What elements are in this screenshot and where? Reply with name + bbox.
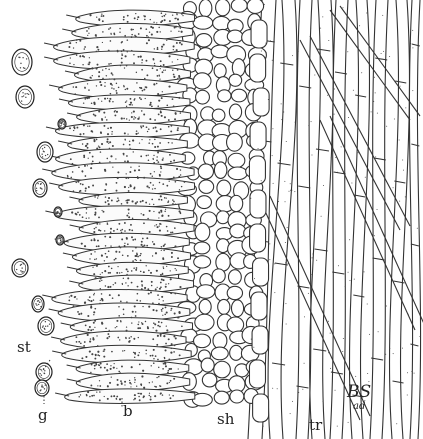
septum xyxy=(315,249,328,251)
subhymenial-cell xyxy=(227,286,242,299)
trama-hypha-wall xyxy=(310,0,321,439)
subhymenial-cell xyxy=(214,391,229,404)
label-b: b xyxy=(123,404,133,419)
septum xyxy=(355,95,366,97)
crossing-hypha xyxy=(320,120,415,330)
basidium xyxy=(55,122,189,137)
subhymenial-cell xyxy=(251,292,267,320)
subhymenial-cell xyxy=(253,258,269,286)
septum xyxy=(353,295,364,297)
basidium xyxy=(79,193,188,208)
subhymenial-cell xyxy=(229,74,242,86)
subhymenial-cell xyxy=(199,180,214,193)
subhymenial-cell xyxy=(211,347,228,360)
subhymenial-cell xyxy=(228,153,245,167)
label-sh: sh xyxy=(217,412,234,427)
subhymenial-cell xyxy=(250,190,266,218)
subhymenial-cell xyxy=(214,64,226,78)
trama-hypha-wall xyxy=(401,0,410,439)
crossing-hypha xyxy=(330,116,423,326)
trama-hypha-wall xyxy=(409,0,412,439)
subhymenial-cell xyxy=(193,16,213,29)
label-g: g xyxy=(38,408,48,423)
subhymenial-cell xyxy=(194,256,211,268)
subhymenial-cell xyxy=(199,0,212,17)
subhymenial-cell xyxy=(230,224,246,238)
subhymenial-cell xyxy=(227,317,244,333)
septum xyxy=(411,244,419,246)
septum xyxy=(317,49,330,51)
subhymenial-cell xyxy=(230,390,244,403)
subhymenial-cell xyxy=(197,196,212,209)
subhymenial-cell xyxy=(218,90,231,102)
septum xyxy=(313,349,326,351)
basidium xyxy=(77,108,191,125)
subhymenial-cell xyxy=(212,109,225,121)
septum xyxy=(393,381,404,383)
label-tr: tr xyxy=(309,418,322,433)
septum xyxy=(354,195,365,197)
subhymenial-cell xyxy=(231,0,247,12)
subhymenial-cell xyxy=(253,88,269,116)
subhymenial-cell xyxy=(250,54,266,82)
subhymenial-cell xyxy=(231,300,243,317)
subhymenial-cell xyxy=(231,89,246,102)
subhymenial-cell xyxy=(202,373,217,387)
subhymenial-cell xyxy=(227,133,243,151)
subhymenial-cell xyxy=(198,164,213,179)
trama-hyphae xyxy=(248,0,423,439)
septum xyxy=(395,81,406,83)
trama-hypha-wall xyxy=(342,0,348,439)
septum xyxy=(298,186,310,188)
subhymenial-cell xyxy=(251,20,267,48)
septum xyxy=(332,272,344,274)
subhymenial-cell xyxy=(196,90,210,104)
trama-hypha-wall xyxy=(417,0,420,439)
subhymenial-cell xyxy=(201,358,214,372)
septum xyxy=(280,63,293,65)
subhymenial-cell xyxy=(213,333,227,349)
trama-hypha-wall xyxy=(323,0,334,439)
subhymenial-cell xyxy=(216,0,230,16)
septum xyxy=(278,163,291,165)
subhymenial-cell xyxy=(217,180,231,196)
subhymenial-cell xyxy=(250,224,266,252)
subhymenial-cell xyxy=(212,269,225,283)
subhymenial-cell xyxy=(252,326,268,354)
subhymenial-cell xyxy=(192,393,212,406)
subhymenial-cell xyxy=(247,0,263,13)
subhymenial-cell xyxy=(214,162,226,178)
subhymenial-cell xyxy=(228,167,247,180)
septum xyxy=(316,149,329,151)
subhymenial-cell xyxy=(195,223,210,241)
subhymenial-cell xyxy=(195,314,214,330)
subhymenial-cell xyxy=(230,345,243,360)
subhymenial-cell xyxy=(218,299,230,314)
septum xyxy=(272,363,285,365)
subhymenial-cell xyxy=(250,122,266,150)
subhymenial-cell xyxy=(227,30,243,43)
subhymenial-cell xyxy=(197,285,215,299)
subhymenial-cell xyxy=(230,195,243,211)
subhymenial-cell xyxy=(199,299,211,314)
subhymenial-cell xyxy=(214,361,231,378)
subhymenial-cell xyxy=(217,211,230,224)
subhymenial-cell xyxy=(253,394,269,422)
subhymenial-cell xyxy=(249,156,265,184)
subhymenial-cell xyxy=(228,270,241,284)
subhymenial-cell xyxy=(249,360,265,388)
artist-signature: BS xyxy=(347,384,371,401)
septum xyxy=(410,344,418,346)
subhymenial-cell xyxy=(194,242,210,254)
subhymenial-cell xyxy=(229,104,241,120)
subhymenial-cell xyxy=(196,34,212,47)
artist-signature-sub: ad xyxy=(353,402,365,412)
label-st: st xyxy=(17,340,31,355)
subhymenial-cell xyxy=(193,73,211,89)
